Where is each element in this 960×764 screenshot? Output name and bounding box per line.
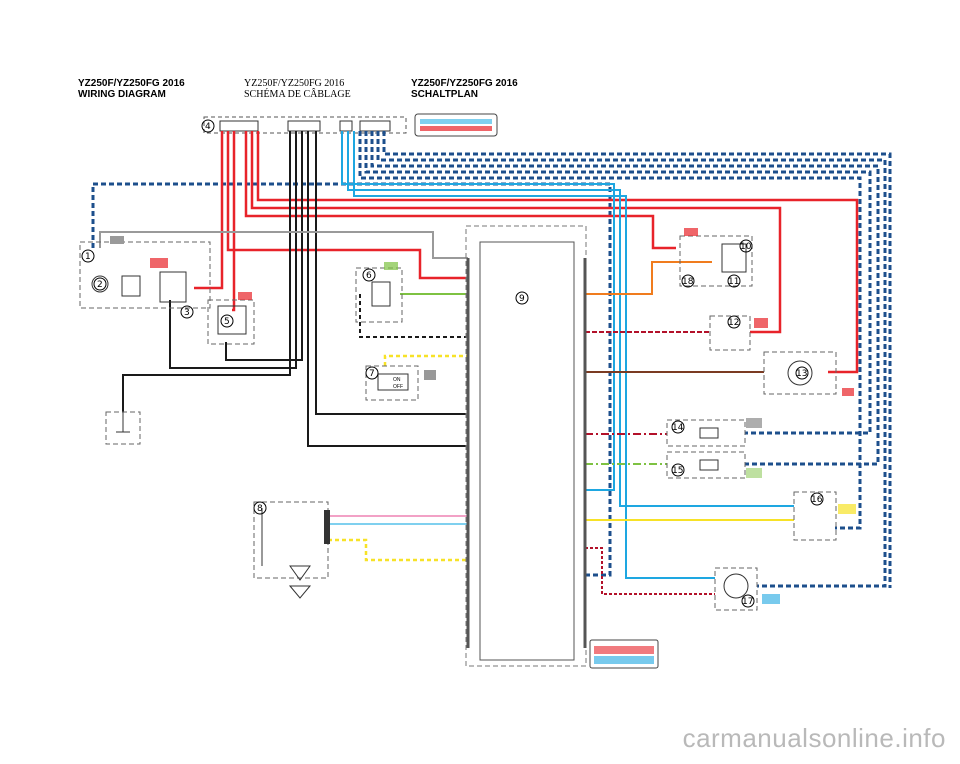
label-17: 17 <box>742 597 753 607</box>
label-8: 8 <box>257 504 263 514</box>
label-4: 4 <box>205 122 211 132</box>
main-harness-connector-bank <box>203 116 407 134</box>
wire-group-blue <box>341 131 794 579</box>
label-1: 1 <box>85 252 91 262</box>
wire-gray <box>99 231 468 259</box>
wire-group-black <box>122 131 468 447</box>
component-13-motor <box>763 351 854 396</box>
component-10-11-18 <box>679 228 753 287</box>
label-7: 7 <box>369 369 375 379</box>
wire-yellow-black <box>383 354 468 366</box>
component-7-switch <box>365 365 436 401</box>
label-16: 16 <box>811 495 823 505</box>
label-5: 5 <box>224 317 230 327</box>
label-13: 13 <box>796 369 807 379</box>
ecu-connector-bottom <box>589 639 659 669</box>
wire-yellow-black-2 <box>328 538 468 562</box>
label-14: 14 <box>672 423 684 433</box>
title-german: YZ250F/YZ250FG 2016 SCHALTPLAN <box>411 78 518 100</box>
component-14-sensor <box>666 418 762 447</box>
switch-off-label: OFF <box>393 384 403 390</box>
component-number-labels: 1 2 3 4 5 6 7 8 9 10 11 12 13 14 15 16 1… <box>81 119 824 608</box>
component-15-sensor <box>666 451 762 479</box>
label-10: 10 <box>740 242 752 252</box>
wire-pink-dash <box>585 547 715 595</box>
label-15: 15 <box>672 466 683 476</box>
component-6 <box>355 262 403 323</box>
label-6: 6 <box>366 271 372 281</box>
wire-orange <box>585 261 712 295</box>
ecu-block <box>465 225 587 667</box>
watermark: carmanualsonline.info <box>682 723 946 753</box>
component-16 <box>793 491 856 541</box>
title-english: YZ250F/YZ250FG 2016 WIRING DIAGRAM <box>78 78 185 100</box>
ground-symbol <box>105 411 141 445</box>
wire-group-darkblue <box>91 131 892 588</box>
component-5 <box>207 292 255 345</box>
label-2: 2 <box>97 280 103 290</box>
component-1-2-3 <box>79 236 211 309</box>
component-12 <box>709 315 768 351</box>
wire-group-red <box>194 131 859 374</box>
label-3: 3 <box>184 308 190 318</box>
label-18: 18 <box>682 277 694 287</box>
wire-black-dash <box>359 294 468 338</box>
label-12: 12 <box>728 318 739 328</box>
component-8-switch <box>253 501 330 599</box>
switch-on-label: ON <box>393 377 401 383</box>
label-11: 11 <box>728 277 739 287</box>
label-9: 9 <box>519 294 525 304</box>
ecu-connector-top <box>414 113 498 137</box>
component-17 <box>714 567 780 611</box>
title-french: YZ250F/YZ250FG 2016 SCHÉMA DE CÂBLAGE <box>244 78 351 100</box>
